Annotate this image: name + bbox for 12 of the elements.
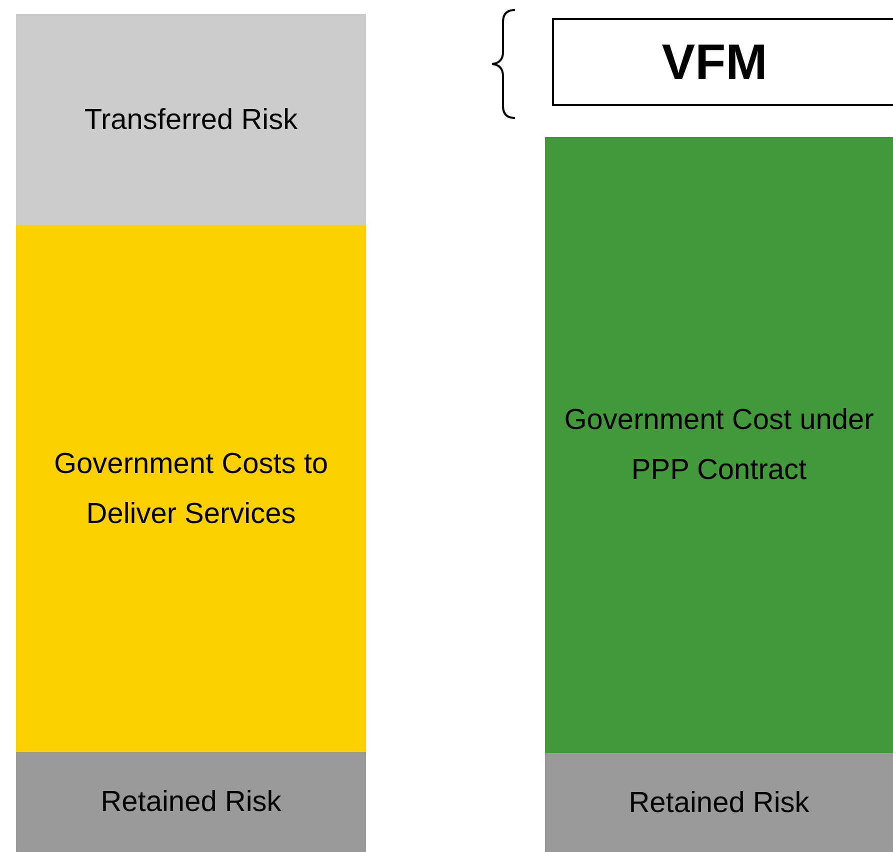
segment-label: Government Cost under PPP Contract xyxy=(563,403,875,488)
segment-label: Transferred Risk xyxy=(84,102,298,138)
segment-label: Government Costs to Deliver Services xyxy=(53,446,329,532)
risk-segment xyxy=(545,753,893,852)
heading: VFM xyxy=(662,33,768,92)
segment-label: Retained Risk xyxy=(628,786,810,820)
cost-segment xyxy=(16,225,366,752)
risk-segment xyxy=(16,752,366,852)
risk-segment xyxy=(16,14,366,225)
cost-segment xyxy=(545,137,893,753)
segment-label: Retained Risk xyxy=(100,785,282,820)
vfm-box xyxy=(552,18,893,106)
